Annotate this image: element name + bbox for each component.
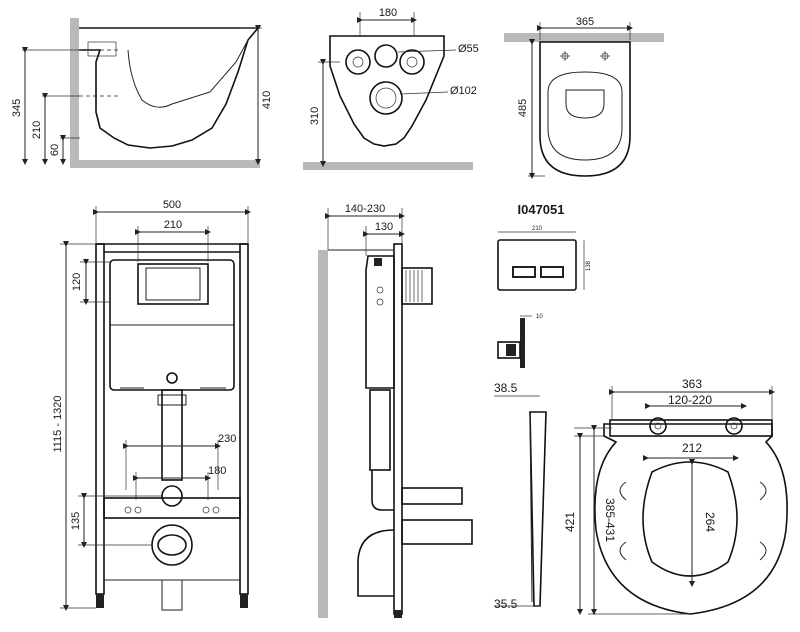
dim-365: 365 <box>576 16 594 28</box>
right-rail <box>239 243 249 595</box>
product-code: I047051 <box>518 202 565 217</box>
bowl-outline <box>79 27 260 149</box>
outlet-hole <box>369 81 403 115</box>
flush-opening <box>137 263 209 305</box>
cross-bar <box>103 497 241 519</box>
side-hole-left <box>345 49 371 75</box>
floor-section-2 <box>303 162 473 170</box>
dim-500: 500 <box>163 199 181 211</box>
hinge-right <box>725 417 743 435</box>
drain-bend <box>357 529 395 597</box>
dim-140-230: 140-230 <box>345 203 385 215</box>
pipe-bend <box>371 470 394 511</box>
dim-421: 421 <box>563 512 577 532</box>
wall-section-5 <box>318 250 328 618</box>
dim-363: 363 <box>682 377 702 391</box>
seat-side-view: 38.5 35.5 <box>494 381 547 611</box>
dim-264: 264 <box>703 512 717 532</box>
dim-180: 180 <box>379 7 397 19</box>
side-rail-front <box>393 243 403 615</box>
wall-section <box>70 18 79 165</box>
flush-plate-view: I047051 210 138 10 <box>497 202 592 368</box>
wall-section-3 <box>504 33 664 42</box>
pipe-outlet <box>161 485 183 507</box>
frame-side-view: 140-230 130 <box>318 203 473 618</box>
dim-345: 345 <box>11 99 23 117</box>
seat-opening <box>642 461 738 577</box>
frame-front-view: 500 210 120 1115 - 1320 230 180 135 <box>52 199 251 611</box>
dim-385-431: 385-431 <box>603 498 617 542</box>
bowl-side-view: 345 210 60 410 <box>11 18 273 168</box>
side-hole-right <box>399 49 425 75</box>
dim-180-frame: 180 <box>208 465 226 477</box>
plan-rim <box>547 71 623 161</box>
dim-485: 485 <box>517 99 529 117</box>
left-rail <box>95 243 105 595</box>
plate-side <box>520 318 525 368</box>
dim-60: 60 <box>49 144 61 156</box>
dim-d102: Ø102 <box>450 85 477 97</box>
flush-pipe <box>161 389 183 481</box>
seat-top-view: 363 120-220 212 264 385-431 421 <box>563 377 788 615</box>
bowl-rear-view: 180 Ø55 Ø102 310 <box>303 7 479 170</box>
dim-35-5: 35.5 <box>494 597 518 611</box>
hinge-bar <box>609 419 773 437</box>
dim-120-220: 120-220 <box>668 393 712 407</box>
dim-plate-210: 210 <box>532 226 543 232</box>
water-inlet-hole <box>374 44 398 68</box>
dim-d55: Ø55 <box>458 43 479 55</box>
outlet-connector <box>401 519 473 545</box>
hinge-left <box>649 417 667 435</box>
dim-410: 410 <box>261 91 273 109</box>
dim-38-5: 38.5 <box>494 381 518 395</box>
bowl-interior <box>127 39 249 108</box>
floor-section <box>70 160 260 168</box>
dim-210-frame: 210 <box>164 219 182 231</box>
flush-actuator <box>401 267 433 305</box>
dim-plate-138: 138 <box>586 260 592 271</box>
dim-212: 212 <box>682 441 702 455</box>
dim-plate-10: 10 <box>536 314 543 320</box>
dim-130: 130 <box>375 221 393 233</box>
drain-inner <box>157 534 187 556</box>
seat-side-profile <box>529 411 547 607</box>
plan-outline <box>539 41 631 177</box>
rear-outline <box>329 35 445 147</box>
side-pipe <box>369 389 391 471</box>
bowl-plan-view: 365 485 <box>504 16 664 179</box>
dim-210: 210 <box>31 121 43 139</box>
dim-120: 120 <box>71 273 83 291</box>
inlet-connector <box>401 487 463 505</box>
dim-310: 310 <box>309 107 321 125</box>
plan-inner <box>565 89 605 119</box>
cistern-side <box>365 255 395 389</box>
dim-1115-1320: 1115 - 1320 <box>52 395 64 452</box>
dim-135: 135 <box>70 512 82 530</box>
flush-plate <box>497 239 577 291</box>
plate-button-side <box>497 341 521 359</box>
dim-230: 230 <box>218 433 236 445</box>
